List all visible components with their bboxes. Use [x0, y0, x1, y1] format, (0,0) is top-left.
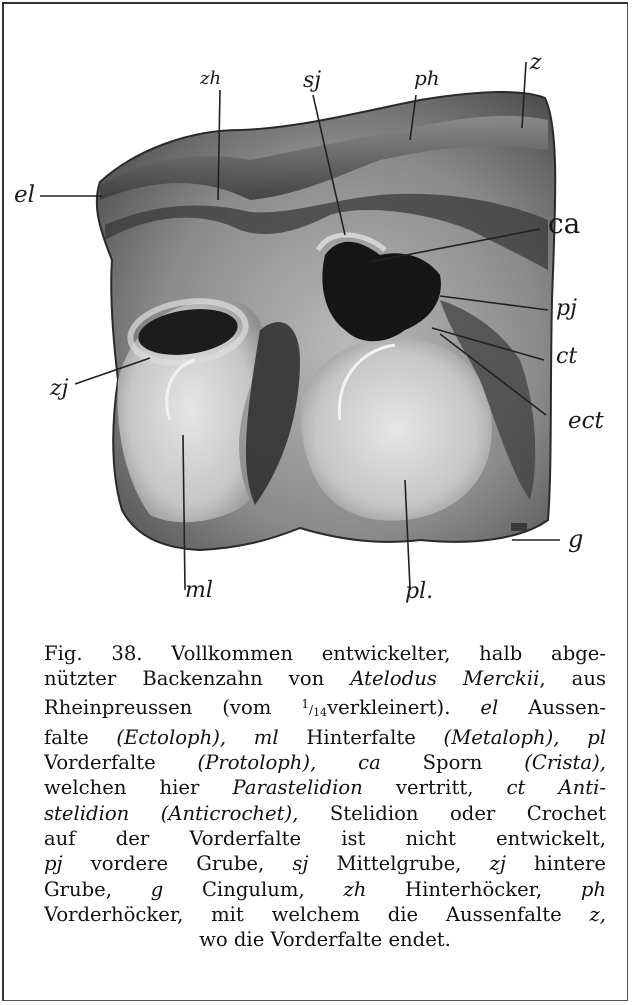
caption-text: Rheinpreussen (vom [44, 696, 301, 719]
label-el: el [14, 184, 35, 207]
caption-term: stelidion (Anticrochet), [44, 802, 298, 825]
caption-text: , aus [539, 667, 606, 690]
caption-abbrev: z, [589, 903, 606, 926]
caption-line-9: pj vordere Grube, sj Mittelgrube, zj hin… [44, 851, 606, 876]
label-ph: ph [414, 68, 440, 88]
label-z: z [530, 52, 542, 74]
label-sj: sj [303, 70, 321, 92]
caption-text: Aussen- [498, 696, 606, 719]
caption-text: falte [44, 726, 116, 749]
caption-line-8: auf der Vorderfalte ist nicht entwickelt… [44, 826, 606, 851]
caption-text: vordere Grube, [63, 852, 293, 875]
tooth-illustration [0, 0, 632, 620]
caption-line-12: wo die Vorderfalte endet. [44, 927, 606, 952]
label-ml: ml [185, 580, 213, 602]
caption-term: (Ectoloph), ml [116, 726, 278, 749]
label-pj: pj [556, 298, 577, 320]
caption-text: verkleinert). [327, 696, 480, 719]
caption-line-10: Grube, g Cingulum, zh Hinterhöcker, ph [44, 877, 606, 902]
caption-line-2: nützter Backenzahn von Atelodus Merckii,… [44, 666, 606, 691]
caption-species: Atelodus Merckii [350, 667, 539, 690]
label-ct: ct [556, 346, 577, 368]
label-zh: zh [200, 70, 221, 88]
caption-text: welchen hier [44, 776, 232, 799]
label-g: g [568, 527, 583, 551]
caption-term: ct Anti- [507, 776, 606, 799]
caption-line-3: Rheinpreussen (vom 1/14verkleinert). el … [44, 692, 606, 725]
figure-caption: Fig. 38. Vollkommen entwickelter, halb a… [44, 641, 606, 953]
label-zj: zj [50, 378, 68, 400]
caption-text: wo die Vorderfalte endet. [199, 928, 451, 951]
scale-fraction: 1/14 [301, 703, 327, 717]
caption-abbrev: pj [44, 852, 63, 875]
caption-text: Grube, [44, 878, 151, 901]
caption-abbrev: g [151, 878, 164, 901]
caption-text: Vorderfalte [44, 751, 198, 774]
caption-line-5: Vorderfalte (Protoloph), ca Sporn (Crist… [44, 750, 606, 775]
caption-text: Cingulum, [163, 878, 343, 901]
caption-abbrev: sj [292, 852, 308, 875]
caption-line-1: Fig. 38. Vollkommen entwickelter, halb a… [44, 641, 606, 666]
caption-line-11: Vorderhöcker, mit welchem die Aussenfalt… [44, 902, 606, 927]
caption-term: Parastelidion [232, 776, 362, 799]
caption-abbrev: el [480, 696, 498, 719]
caption-term: (Crista), [524, 751, 606, 774]
caption-line-6: welchen hier Parastelidion vertritt, ct … [44, 775, 606, 800]
caption-term: (Protoloph), ca [198, 751, 381, 774]
caption-text: Stelidion oder Crochet [298, 802, 606, 825]
tooth-figure: zh sj ph z el ca pj zj ct ect g ml pl. [0, 0, 632, 620]
label-ca: ca [548, 210, 580, 238]
label-ect: ect [568, 410, 604, 433]
label-pl: pl. [405, 581, 433, 603]
caption-text: auf der Vorderfalte ist nicht entwickelt… [44, 827, 606, 850]
caption-text: vertritt, [363, 776, 507, 799]
caption-abbrev: ph [581, 878, 606, 901]
caption-text: Mittelgrube, [308, 852, 489, 875]
caption-line-7: stelidion (Anticrochet), Stelidion oder … [44, 801, 606, 826]
caption-text: Fig. 38. Vollkommen entwickelter, halb a… [44, 642, 606, 665]
caption-text: nützter Backenzahn von [44, 667, 350, 690]
fraction-numerator: 1 [301, 697, 309, 711]
caption-text: Vorderhöcker, mit welchem die Aussenfalt… [44, 903, 589, 926]
caption-line-4: falte (Ectoloph), ml Hinterfalte (Metalo… [44, 725, 606, 750]
caption-text: Sporn [381, 751, 524, 774]
caption-term: (Metaloph), pl [444, 726, 606, 749]
caption-text: Hinterhöcker, [366, 878, 581, 901]
caption-text: hintere [506, 852, 606, 875]
caption-abbrev: zj [490, 852, 506, 875]
caption-text: Hinterfalte [279, 726, 444, 749]
caption-abbrev: zh [343, 878, 366, 901]
fraction-denominator: 14 [313, 706, 327, 719]
